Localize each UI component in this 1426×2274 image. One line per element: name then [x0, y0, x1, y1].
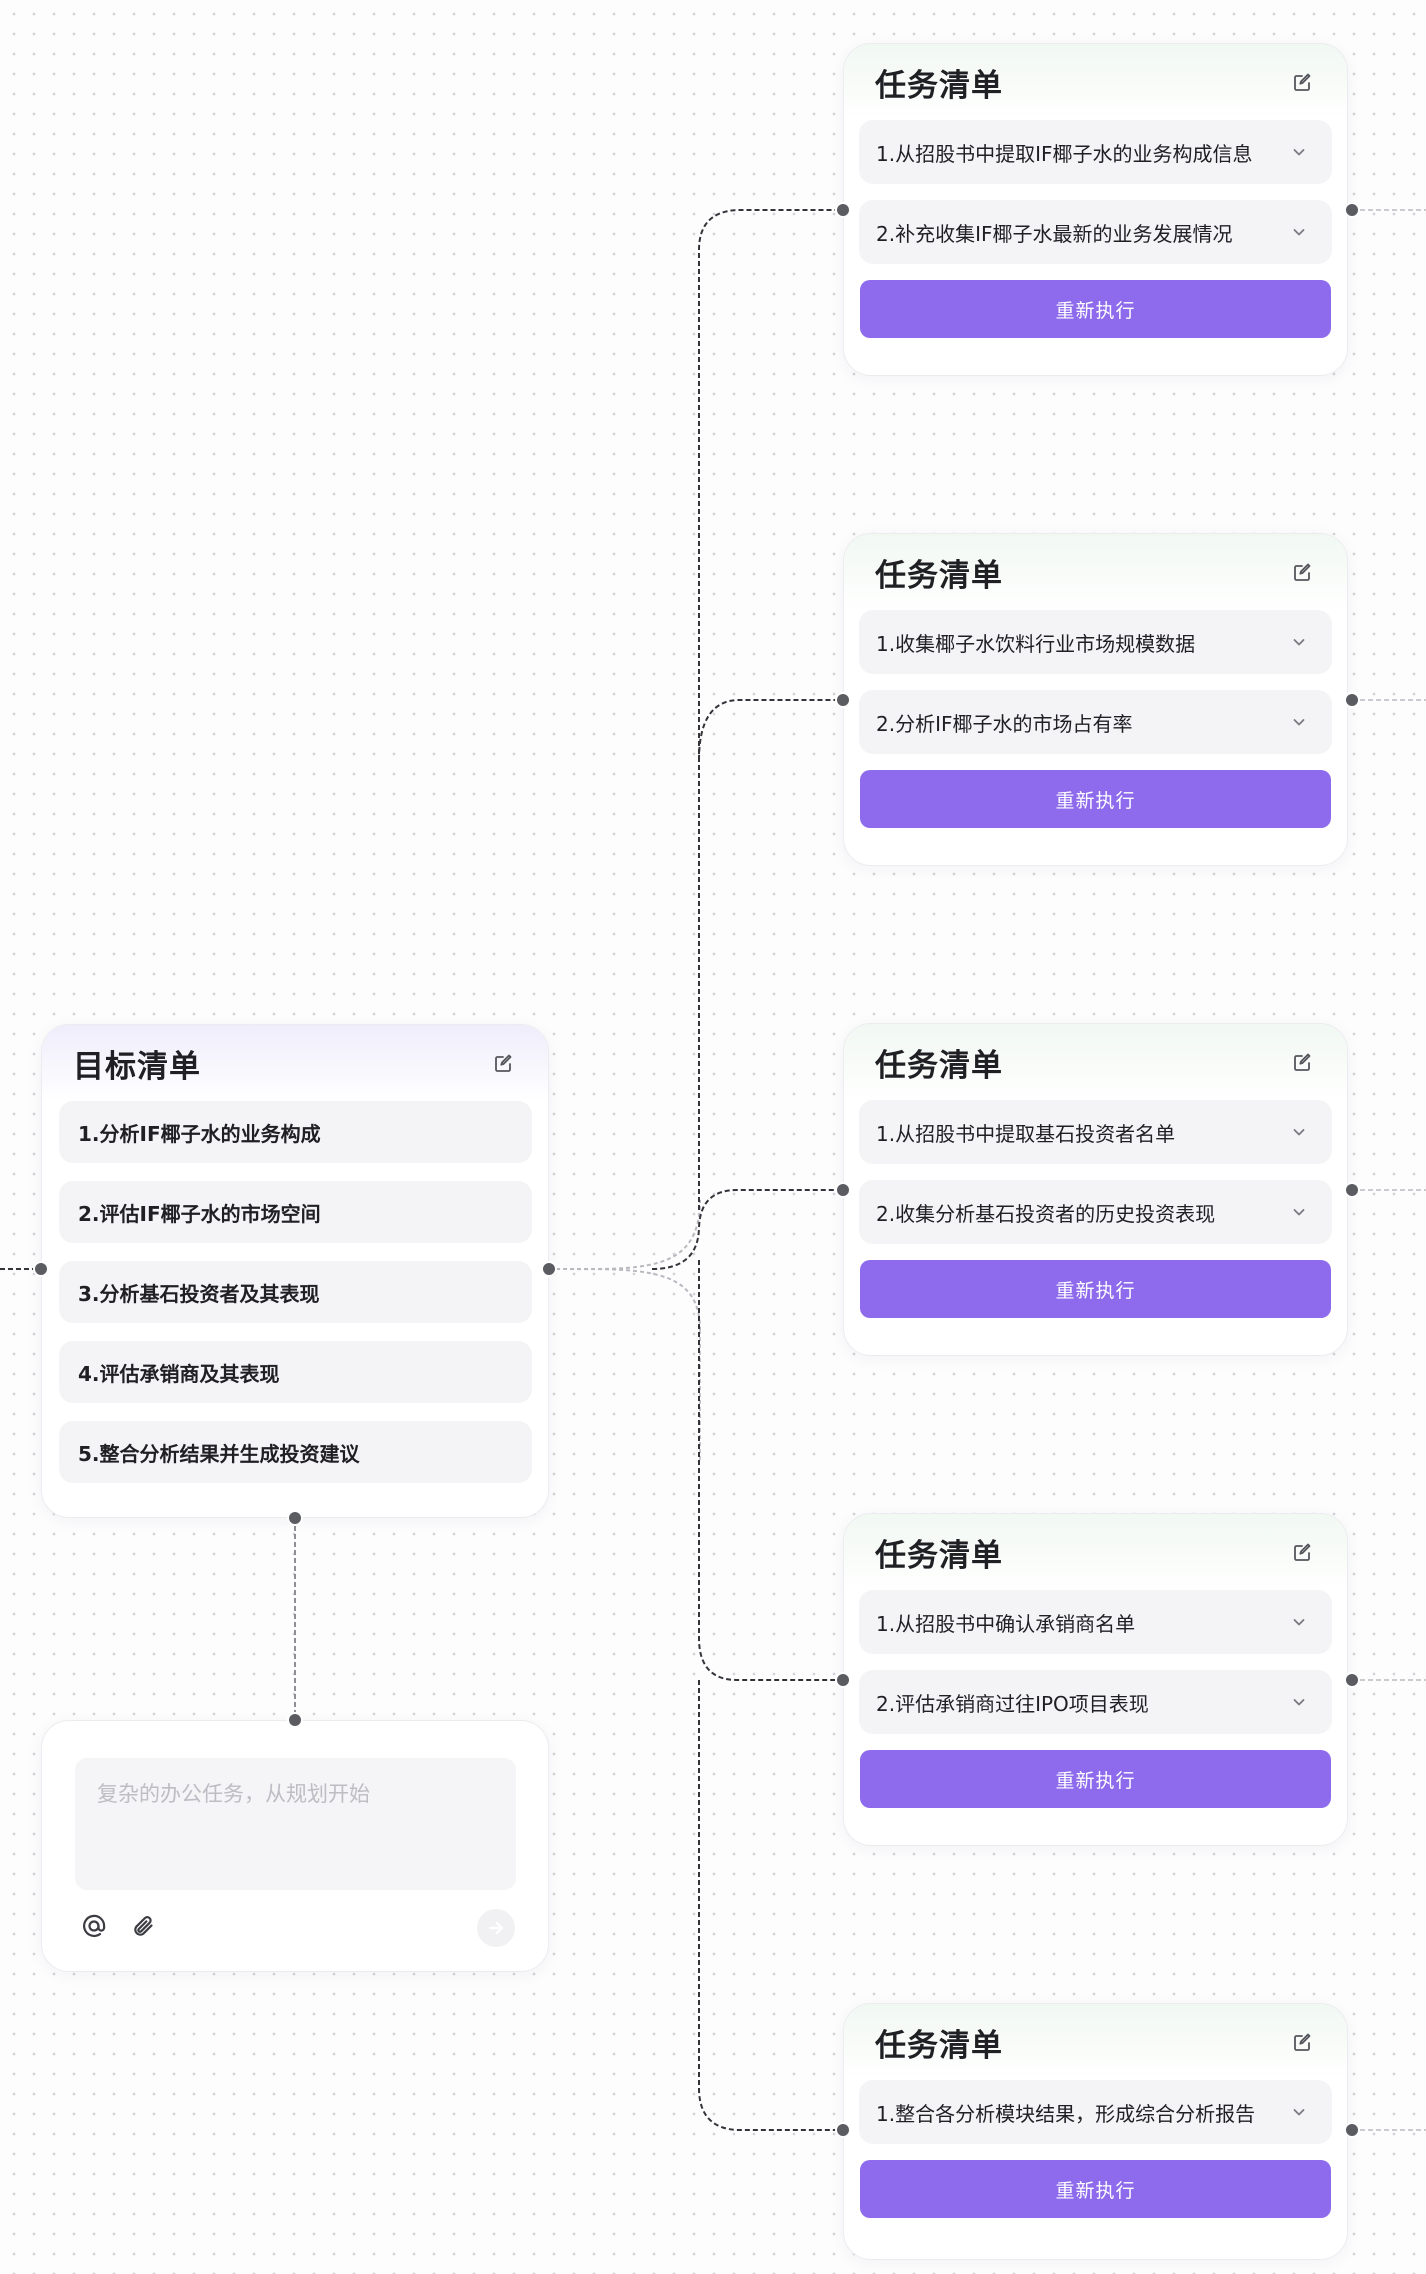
edit-icon[interactable]: [1287, 1537, 1317, 1567]
task-list-card: 任务清单 1.从招股书中提取IF椰子水的业务构成信息 2.补充收集IF椰子水最新…: [843, 43, 1348, 376]
task-item[interactable]: 1.收集椰子水饮料行业市场规模数据: [859, 610, 1332, 674]
task-card-header: 任务清单: [844, 1514, 1347, 1590]
goal-card-header: 目标清单: [42, 1025, 548, 1101]
goal-list-card: 目标清单 1.分析IF椰子水的业务构成 2.评估IF椰子水的市场空间 3.分析基…: [41, 1024, 549, 1518]
task-card-title: 任务清单: [875, 1537, 1003, 1574]
task-input[interactable]: 复杂的办公任务，从规划开始: [75, 1758, 516, 1890]
connection-handle[interactable]: [1344, 2122, 1360, 2138]
goal-item[interactable]: 3.分析基石投资者及其表现: [59, 1261, 532, 1323]
task-item[interactable]: 2.补充收集IF椰子水最新的业务发展情况: [859, 200, 1332, 264]
connection-handle[interactable]: [1344, 1182, 1360, 1198]
goal-item[interactable]: 4.评估承销商及其表现: [59, 1341, 532, 1403]
chevron-down-icon[interactable]: [1288, 1121, 1310, 1143]
edit-icon[interactable]: [488, 1048, 518, 1078]
task-item-label: 2.分析IF椰子水的市场占有率: [876, 711, 1133, 736]
rerun-button[interactable]: 重新执行: [860, 2160, 1331, 2218]
task-card-title: 任务清单: [875, 2027, 1003, 2064]
goal-item-label: 2.评估IF椰子水的市场空间: [78, 1201, 321, 1226]
task-item[interactable]: 2.评估承销商过往IPO项目表现: [859, 1670, 1332, 1734]
task-item-label: 1.收集椰子水饮料行业市场规模数据: [876, 631, 1196, 656]
goal-card-title: 目标清单: [73, 1048, 201, 1085]
task-card-title: 任务清单: [875, 67, 1003, 104]
task-item-label: 1.从招股书中提取IF椰子水的业务构成信息: [876, 141, 1253, 166]
connection-handle[interactable]: [541, 1261, 557, 1277]
task-input-placeholder: 复杂的办公任务，从规划开始: [97, 1782, 370, 1806]
goal-item[interactable]: 5.整合分析结果并生成投资建议: [59, 1421, 532, 1483]
connection-handle[interactable]: [1344, 202, 1360, 218]
connection-handle[interactable]: [33, 1261, 49, 1277]
edit-icon[interactable]: [1287, 1047, 1317, 1077]
task-input-card: 复杂的办公任务，从规划开始: [41, 1720, 549, 1972]
connection-handle[interactable]: [835, 1672, 851, 1688]
send-icon: [488, 1921, 504, 1935]
at-icon[interactable]: [77, 1909, 111, 1943]
task-card-header: 任务清单: [844, 1024, 1347, 1100]
task-card-title: 任务清单: [875, 1047, 1003, 1084]
goal-item-label: 5.整合分析结果并生成投资建议: [78, 1441, 360, 1466]
connection-handle[interactable]: [835, 202, 851, 218]
chevron-down-icon[interactable]: [1288, 221, 1310, 243]
task-list-card: 任务清单 1.整合各分析模块结果，形成综合分析报告 重新执行: [843, 2003, 1348, 2260]
task-item[interactable]: 1.从招股书中确认承销商名单: [859, 1590, 1332, 1654]
connection-handle[interactable]: [1344, 692, 1360, 708]
goal-item[interactable]: 1.分析IF椰子水的业务构成: [59, 1101, 532, 1163]
rerun-button[interactable]: 重新执行: [860, 770, 1331, 828]
chevron-down-icon[interactable]: [1288, 711, 1310, 733]
task-item-label: 1.从招股书中确认承销商名单: [876, 1611, 1136, 1636]
task-item[interactable]: 2.分析IF椰子水的市场占有率: [859, 690, 1332, 754]
goal-item-label: 3.分析基石投资者及其表现: [78, 1281, 320, 1306]
task-item-label: 2.收集分析基石投资者的历史投资表现: [876, 1201, 1216, 1226]
edit-icon[interactable]: [1287, 557, 1317, 587]
connection-handle[interactable]: [287, 1510, 303, 1526]
send-button[interactable]: [477, 1909, 515, 1947]
goal-item[interactable]: 2.评估IF椰子水的市场空间: [59, 1181, 532, 1243]
connection-handle[interactable]: [1344, 1672, 1360, 1688]
connection-handle[interactable]: [835, 1182, 851, 1198]
edit-icon[interactable]: [1287, 2027, 1317, 2057]
chevron-down-icon[interactable]: [1288, 631, 1310, 653]
chevron-down-icon[interactable]: [1288, 1201, 1310, 1223]
task-card-title: 任务清单: [875, 557, 1003, 594]
paperclip-icon[interactable]: [127, 1909, 161, 1943]
connection-handle[interactable]: [835, 2122, 851, 2138]
task-item[interactable]: 1.从招股书中提取基石投资者名单: [859, 1100, 1332, 1164]
rerun-button[interactable]: 重新执行: [860, 280, 1331, 338]
edit-icon[interactable]: [1287, 67, 1317, 97]
task-list-card: 任务清单 1.从招股书中确认承销商名单 2.评估承销商过往IPO项目表现 重新执…: [843, 1513, 1348, 1846]
chevron-down-icon[interactable]: [1288, 1611, 1310, 1633]
connection-handle[interactable]: [287, 1712, 303, 1728]
rerun-button[interactable]: 重新执行: [860, 1750, 1331, 1808]
chevron-down-icon[interactable]: [1288, 141, 1310, 163]
task-list-card: 任务清单 1.收集椰子水饮料行业市场规模数据 2.分析IF椰子水的市场占有率 重…: [843, 533, 1348, 866]
goal-item-label: 4.评估承销商及其表现: [78, 1361, 280, 1386]
goal-item-label: 1.分析IF椰子水的业务构成: [78, 1121, 321, 1146]
rerun-button[interactable]: 重新执行: [860, 1260, 1331, 1318]
task-list-card: 任务清单 1.从招股书中提取基石投资者名单 2.收集分析基石投资者的历史投资表现…: [843, 1023, 1348, 1356]
task-item-label: 2.评估承销商过往IPO项目表现: [876, 1691, 1149, 1716]
task-item[interactable]: 1.整合各分析模块结果，形成综合分析报告: [859, 2080, 1332, 2144]
task-card-header: 任务清单: [844, 2004, 1347, 2080]
task-item[interactable]: 1.从招股书中提取IF椰子水的业务构成信息: [859, 120, 1332, 184]
connection-handle[interactable]: [835, 692, 851, 708]
task-card-header: 任务清单: [844, 44, 1347, 120]
task-card-header: 任务清单: [844, 534, 1347, 610]
task-item[interactable]: 2.收集分析基石投资者的历史投资表现: [859, 1180, 1332, 1244]
chevron-down-icon[interactable]: [1288, 2101, 1310, 2123]
task-item-label: 1.整合各分析模块结果，形成综合分析报告: [876, 2101, 1256, 2126]
task-item-label: 1.从招股书中提取基石投资者名单: [876, 1121, 1176, 1146]
chevron-down-icon[interactable]: [1288, 1691, 1310, 1713]
task-item-label: 2.补充收集IF椰子水最新的业务发展情况: [876, 221, 1233, 246]
